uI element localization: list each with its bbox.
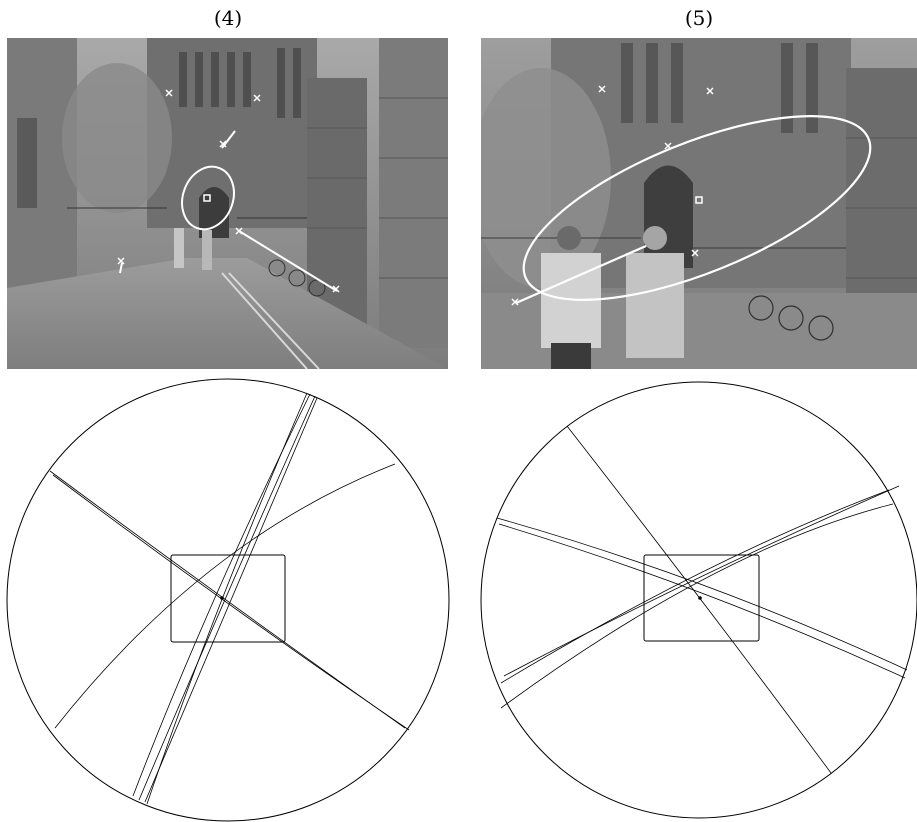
geometry-diagram-4 bbox=[5, 378, 451, 822]
panel-label-5: (5) bbox=[669, 6, 729, 30]
constraint-curves bbox=[497, 426, 907, 773]
arch-doorway bbox=[644, 166, 693, 269]
geometry-diagram-5 bbox=[479, 378, 917, 822]
pedestrian bbox=[202, 230, 212, 270]
street-photo-5 bbox=[481, 38, 917, 369]
constraint-curves bbox=[50, 393, 409, 804]
tree bbox=[62, 63, 172, 213]
street-photo-4 bbox=[7, 38, 448, 369]
unit-circle bbox=[7, 379, 449, 821]
right-building bbox=[379, 38, 448, 348]
panel-label-4: (4) bbox=[198, 6, 258, 30]
unit-circle bbox=[481, 382, 917, 818]
pedestrian bbox=[174, 228, 184, 268]
